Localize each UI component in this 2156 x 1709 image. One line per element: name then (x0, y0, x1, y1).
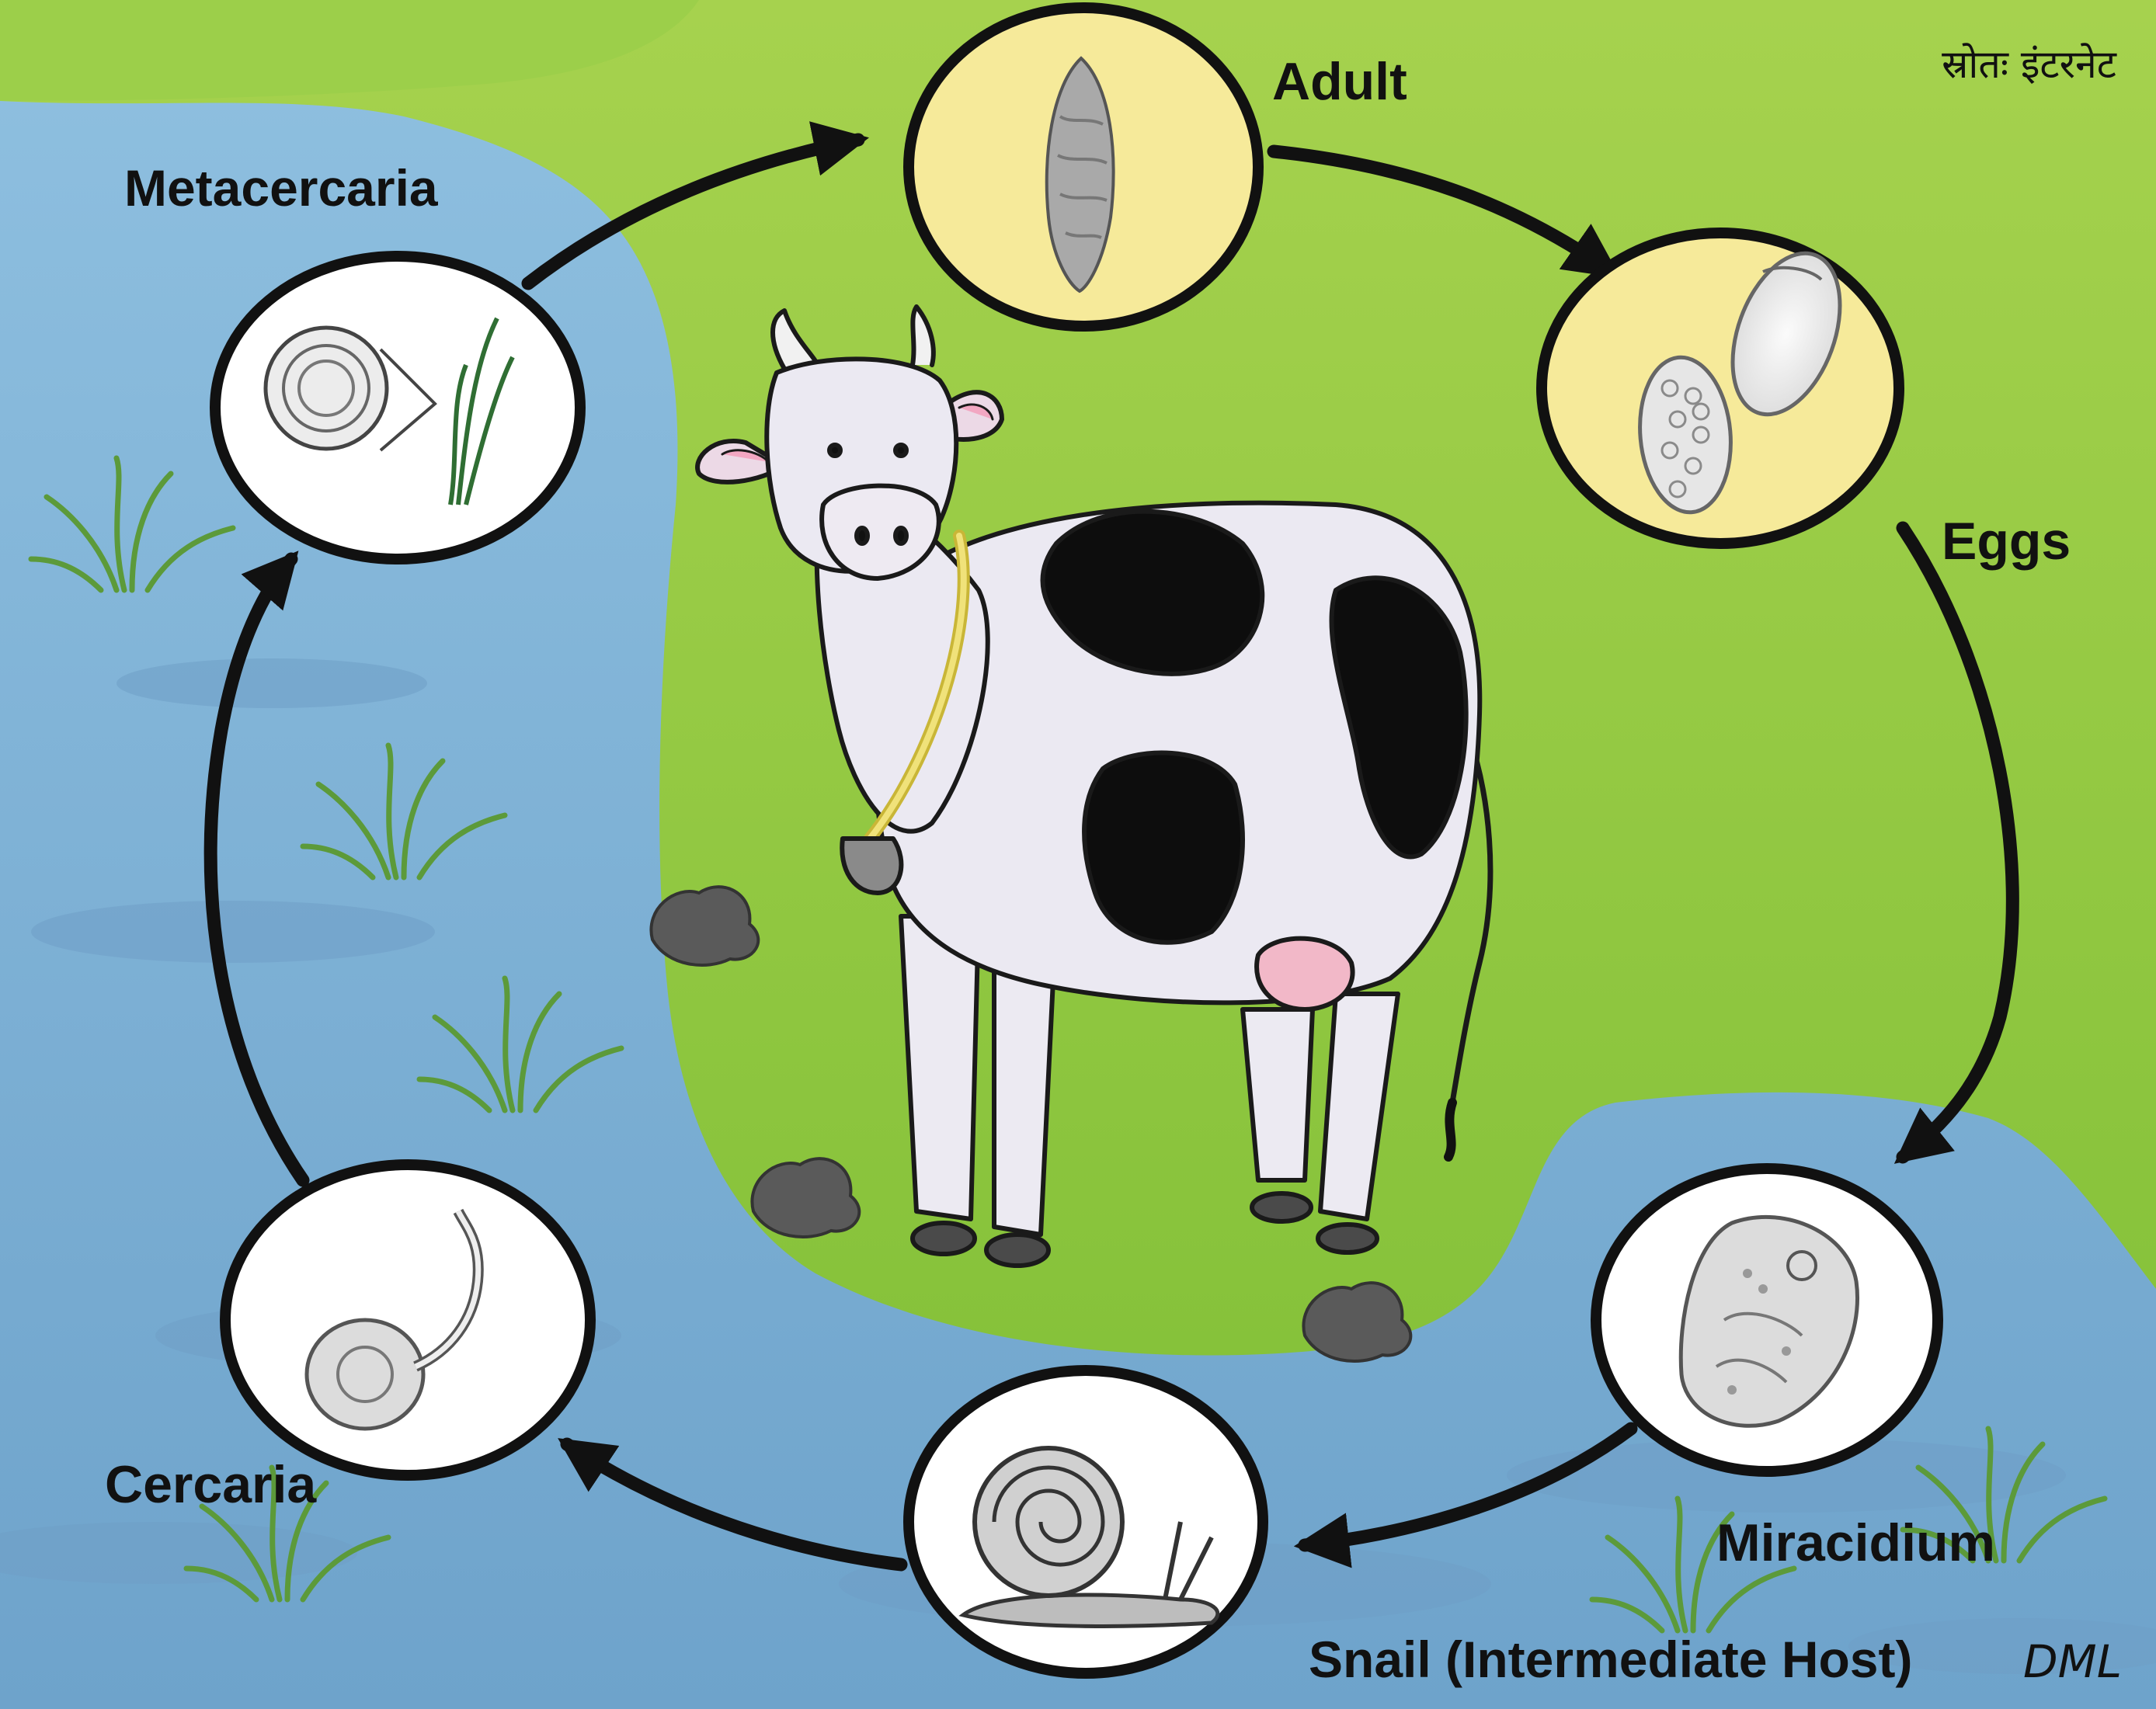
source-note: स्रोतः इंटरनेट (1942, 42, 2117, 87)
stage-miracidium (1596, 1169, 1938, 1471)
dung-pat (752, 1158, 859, 1237)
stage-adult (909, 8, 1258, 326)
dung-pat (1303, 1283, 1410, 1361)
label-miracidium: Miracidium (1716, 1513, 1995, 1572)
label-cercaria: Cercaria (105, 1455, 317, 1514)
dung-pat (651, 887, 758, 965)
label-eggs: Eggs (1942, 512, 2071, 571)
stage-snail (909, 1370, 1263, 1673)
artist-signature: DML (2023, 1635, 2122, 1688)
label-metacercaria: Metacercaria (124, 159, 439, 217)
label-snail-intermediate-host: Snail (Intermediate Host) (1309, 1631, 1912, 1688)
label-adult: Adult (1272, 52, 1407, 111)
stage-metacercaria (215, 256, 580, 559)
stage-eggs (1542, 233, 1899, 544)
stage-cercaria (225, 1165, 590, 1475)
cercaria-circle (225, 1165, 590, 1475)
